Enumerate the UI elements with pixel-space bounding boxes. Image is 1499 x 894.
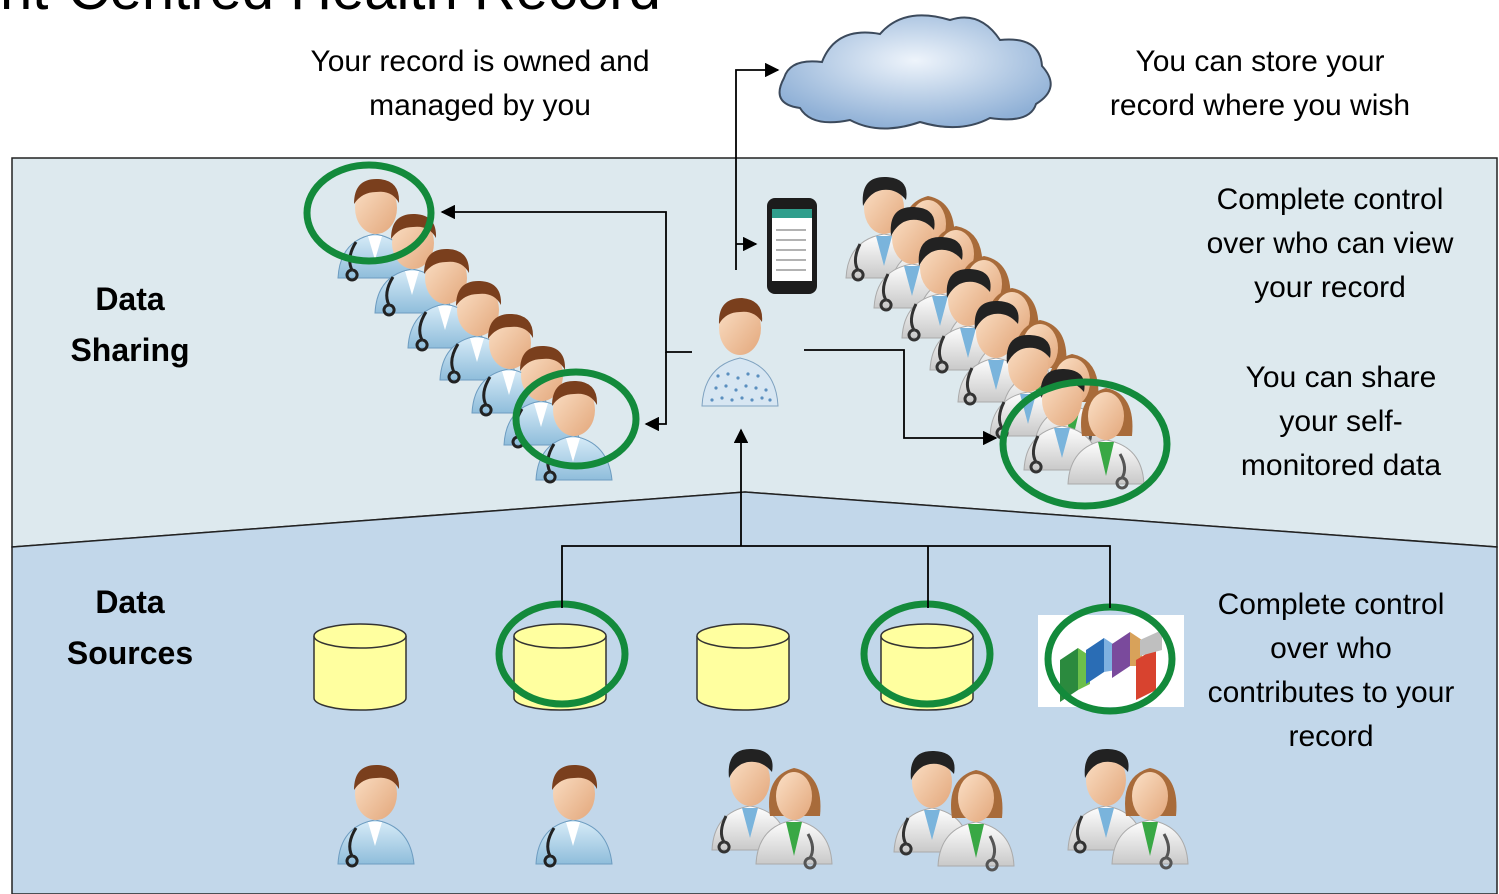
connector-to-left-last (644, 352, 667, 432)
data-sharing-heading: Data Sharing (70, 281, 190, 368)
patient-icon (701, 298, 779, 407)
connector-to-cloud (735, 62, 780, 270)
connector-to-right-doctors (804, 349, 998, 446)
database-icon-3 (696, 623, 790, 711)
page-title-partial: nt-Centred Health Record (0, 0, 661, 20)
connector-to-left-doctors (440, 204, 692, 353)
connector-sources-bus (561, 545, 1111, 608)
control-contrib-label: Complete control over who contributes to… (1207, 588, 1455, 753)
highlight-ring (303, 161, 435, 265)
owned-label: Your record is owned and managed by you (310, 45, 650, 122)
database-icon-1 (313, 623, 407, 711)
control-view-label: Complete control over who can view your … (1206, 183, 1454, 304)
highlight-ring (512, 368, 640, 470)
data-sources-heading: Data Sources (66, 584, 194, 671)
share-self-label: You can share your self- monitored data (1240, 361, 1442, 482)
smartphone-icon (767, 198, 817, 294)
cloud-icon (778, 14, 1052, 130)
store-label: You can store your record where you wish (1109, 45, 1411, 122)
highlight-ring (860, 600, 994, 708)
highlight-ring (999, 378, 1171, 510)
